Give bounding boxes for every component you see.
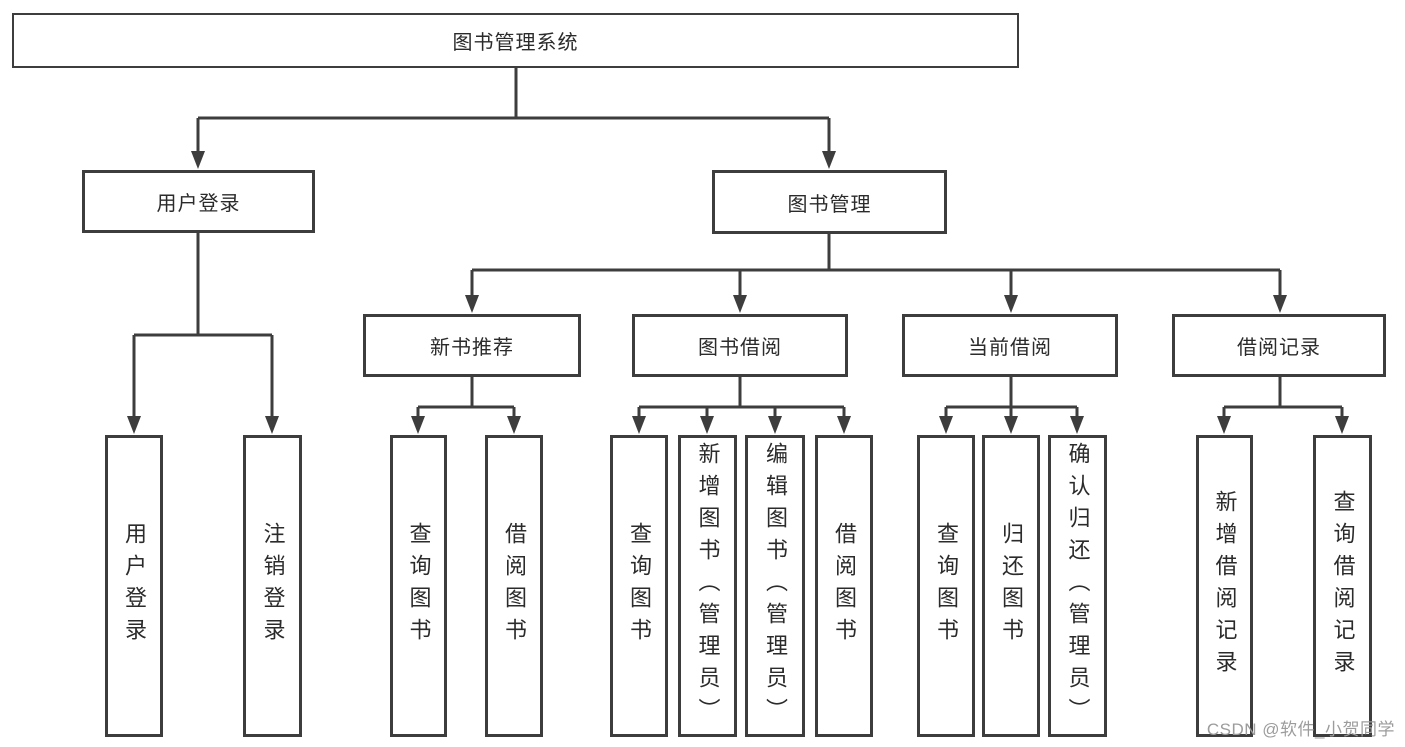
node-leaf-logout-login: 注销登录 [243, 435, 302, 737]
node-leaf-search-borrow-record: 查询借阅记录 [1313, 435, 1372, 737]
node-current-borrowing: 当前借阅 [902, 314, 1118, 377]
node-leaf-borrow-books-recommend: 借阅图书 [485, 435, 543, 737]
watermark: CSDN @软件_小贺同学 [1206, 720, 1395, 739]
node-leaf-borrow-books: 借阅图书 [815, 435, 873, 737]
node-leaf-add-borrow-record: 新增借阅记录 [1196, 435, 1253, 737]
connectors-group [132, 68, 1344, 418]
node-leaf-search-books-recommend: 查询图书 [390, 435, 447, 737]
node-leaf-edit-book-admin: 编辑图书（管理员） [745, 435, 805, 737]
node-leaf-return-books: 归还图书 [982, 435, 1040, 737]
node-leaf-user-login: 用户登录 [105, 435, 163, 737]
node-borrow-records: 借阅记录 [1172, 314, 1386, 377]
node-book-management: 图书管理 [712, 170, 947, 234]
node-new-book-recommend: 新书推荐 [363, 314, 581, 377]
node-library-system: 图书管理系统 [12, 13, 1019, 68]
node-book-borrowing: 图书借阅 [632, 314, 848, 377]
node-leaf-confirm-return-admin: 确认归还（管理员） [1048, 435, 1107, 737]
node-user-login: 用户登录 [82, 170, 315, 233]
node-leaf-add-book-admin: 新增图书（管理员） [678, 435, 737, 737]
node-leaf-search-books-current: 查询图书 [917, 435, 975, 737]
node-leaf-search-books-borrowing: 查询图书 [610, 435, 668, 737]
arrowheads-group [127, 151, 1349, 434]
